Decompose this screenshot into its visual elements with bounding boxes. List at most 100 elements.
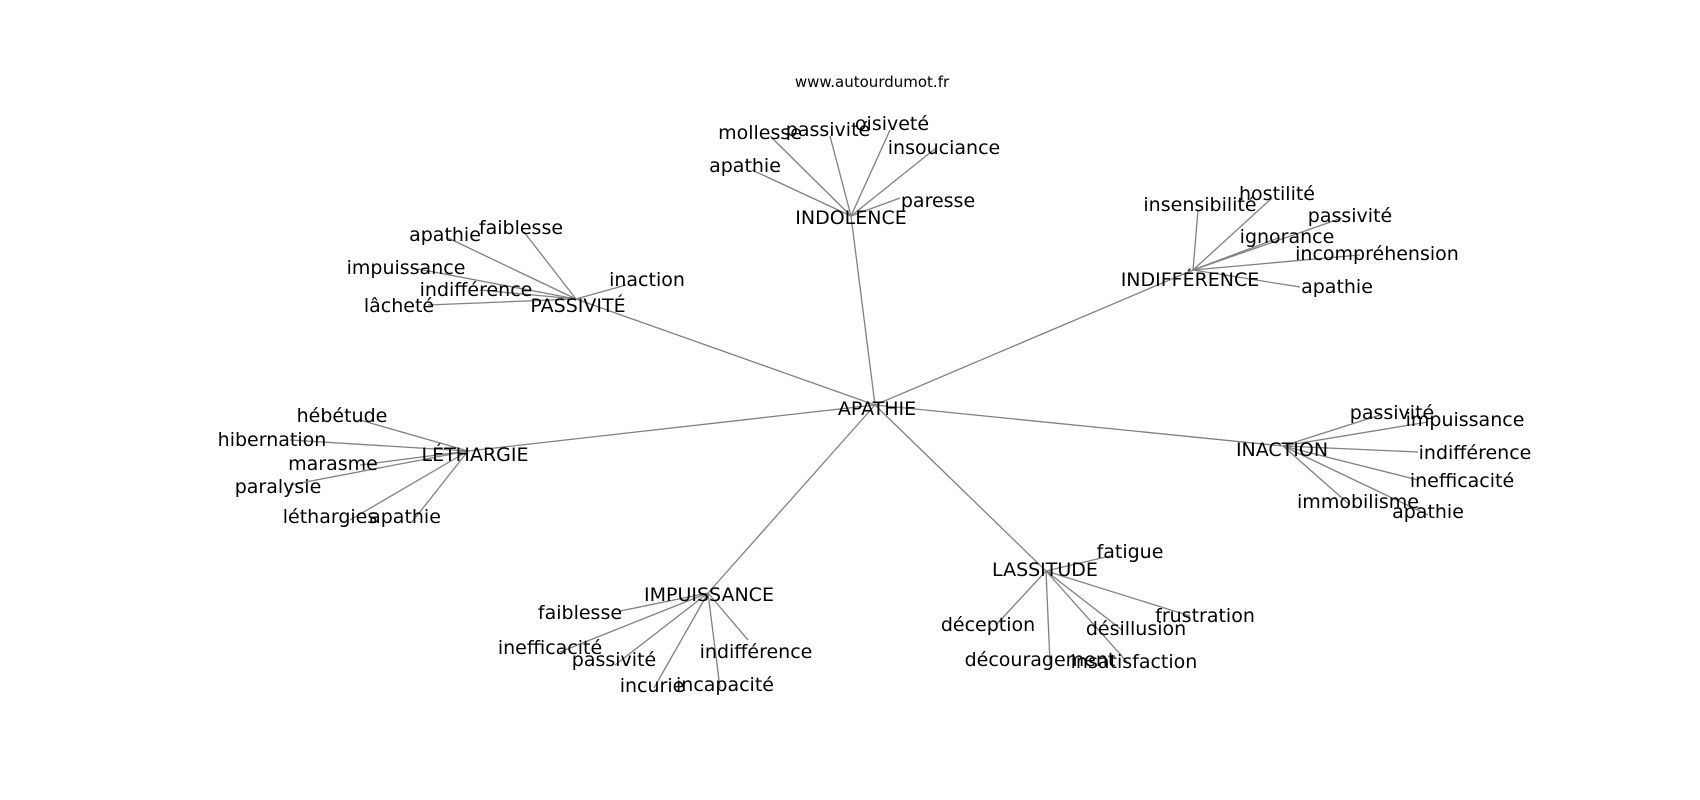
edge-3-4	[349, 450, 469, 521]
group-node[interactable]: LÉTHARGIE	[421, 443, 528, 466]
edge-1-1	[1192, 197, 1273, 271]
edge-2-4	[479, 289, 577, 300]
edge-4-2	[1282, 445, 1419, 453]
word-node[interactable]: apathie	[709, 155, 781, 177]
edge-6-0	[1045, 555, 1111, 572]
word-node[interactable]: apathie	[369, 506, 441, 528]
word-node[interactable]: passivité	[572, 649, 656, 671]
word-node[interactable]: oisiveté	[855, 113, 929, 135]
edge-6-3	[1045, 570, 1123, 631]
word-node[interactable]: passivité	[786, 119, 870, 141]
word-node[interactable]: immobilisme	[1297, 491, 1419, 513]
edge-3-3	[289, 450, 469, 486]
group-node[interactable]: IMPUISSANCE	[644, 584, 774, 606]
group-node[interactable]: INDIFFÉRENCE	[1121, 268, 1260, 291]
word-node[interactable]: passivité	[1350, 402, 1434, 424]
word-node[interactable]: léthargies	[283, 506, 378, 528]
edge-3-0	[359, 419, 469, 452]
word-node[interactable]: hibernation	[218, 429, 327, 451]
center-word[interactable]: APATHIE	[838, 398, 916, 420]
edge-6-4	[1045, 570, 1051, 664]
edge-0-4	[751, 169, 852, 217]
word-node[interactable]: inaction	[609, 269, 685, 291]
word-node[interactable]: déception	[941, 614, 1035, 636]
edge-1-5	[1192, 269, 1301, 288]
edge-5-5	[707, 592, 721, 689]
edge-5-0	[619, 592, 709, 612]
edge-4-3	[1282, 445, 1419, 481]
word-node[interactable]: insouciance	[888, 137, 1000, 159]
edge-3-5	[411, 450, 469, 523]
edge-2-5	[427, 298, 577, 306]
edge-5-1	[559, 592, 709, 653]
word-node[interactable]: mollesse	[718, 122, 802, 144]
word-node[interactable]: découragement	[965, 649, 1116, 671]
edge-center-to-5	[707, 404, 876, 594]
edge-1-0	[1192, 209, 1199, 271]
word-node[interactable]: hébétude	[297, 405, 388, 427]
edge-0-2	[850, 129, 891, 217]
word-node[interactable]: apathie	[409, 224, 481, 246]
word-node[interactable]: indifférence	[420, 279, 533, 301]
edge-4-4	[1282, 445, 1351, 506]
edge-4-5	[1282, 445, 1429, 516]
edge-3-1	[289, 439, 469, 452]
edge-center-to-2	[575, 298, 876, 406]
group-node[interactable]: LASSITUDE	[992, 559, 1098, 581]
edge-center-to-4	[874, 404, 1284, 447]
word-node[interactable]: inefficacité	[1410, 470, 1514, 492]
word-node[interactable]: frustration	[1155, 605, 1255, 627]
edge-6-5	[1045, 570, 1129, 664]
source-credit[interactable]: www.autourdumot.fr	[795, 73, 950, 91]
group-node[interactable]: PASSIVITÉ	[530, 294, 625, 317]
edge-5-3	[707, 592, 749, 641]
word-node[interactable]: paresse	[901, 190, 975, 212]
word-node[interactable]: incapacité	[676, 674, 774, 696]
edge-center-to-3	[467, 404, 876, 452]
word-node[interactable]: faiblesse	[479, 217, 563, 239]
word-node[interactable]: indifférence	[700, 641, 813, 663]
graph-labels: www.autourdumot.fr APATHIE mollessepassi…	[218, 73, 1532, 697]
word-node[interactable]: inefficacité	[498, 637, 602, 659]
word-node[interactable]: désillusion	[1086, 618, 1186, 640]
edge-1-4	[1192, 254, 1361, 271]
word-node[interactable]: insensibilité	[1143, 194, 1256, 216]
edge-4-1	[1282, 421, 1429, 447]
word-node[interactable]: marasme	[288, 453, 378, 475]
word-node[interactable]: incurie	[620, 675, 685, 697]
edge-4-0	[1282, 414, 1381, 447]
edge-center-to-0	[850, 215, 876, 406]
word-node[interactable]: faiblesse	[538, 602, 622, 624]
edge-3-2	[359, 450, 469, 466]
edge-6-2	[1045, 570, 1191, 617]
group-node[interactable]: INDOLENCE	[795, 207, 906, 229]
word-node[interactable]: passivité	[1308, 205, 1392, 227]
edge-5-2	[614, 592, 709, 666]
word-node[interactable]: indifférence	[1419, 442, 1532, 464]
edge-2-0	[447, 237, 577, 300]
word-node[interactable]: impuissance	[1406, 409, 1525, 431]
word-node[interactable]: incompréhension	[1295, 243, 1459, 265]
edge-2-2	[417, 268, 577, 300]
word-node[interactable]: impuissance	[347, 257, 466, 279]
edge-0-1	[829, 135, 852, 217]
word-node[interactable]: lâcheté	[364, 295, 434, 317]
edge-5-4	[653, 592, 709, 689]
word-node[interactable]: insatisfaction	[1071, 651, 1198, 673]
word-node[interactable]: ignorance	[1240, 226, 1335, 248]
edge-6-1	[995, 570, 1047, 626]
edge-2-1	[523, 231, 577, 300]
word-node[interactable]: paralysie	[235, 476, 322, 498]
word-node[interactable]: apathie	[1301, 276, 1373, 298]
word-node[interactable]: apathie	[1392, 501, 1464, 523]
edge-0-0	[769, 135, 852, 217]
edge-0-5	[850, 197, 901, 217]
group-node[interactable]: INACTION	[1236, 439, 1328, 461]
edge-2-3	[575, 284, 627, 300]
edge-center-to-6	[874, 404, 1047, 572]
edge-0-3	[850, 147, 937, 217]
word-node[interactable]: hostilité	[1239, 183, 1315, 205]
graph-edges	[289, 129, 1429, 689]
word-node[interactable]: fatigue	[1097, 541, 1164, 563]
